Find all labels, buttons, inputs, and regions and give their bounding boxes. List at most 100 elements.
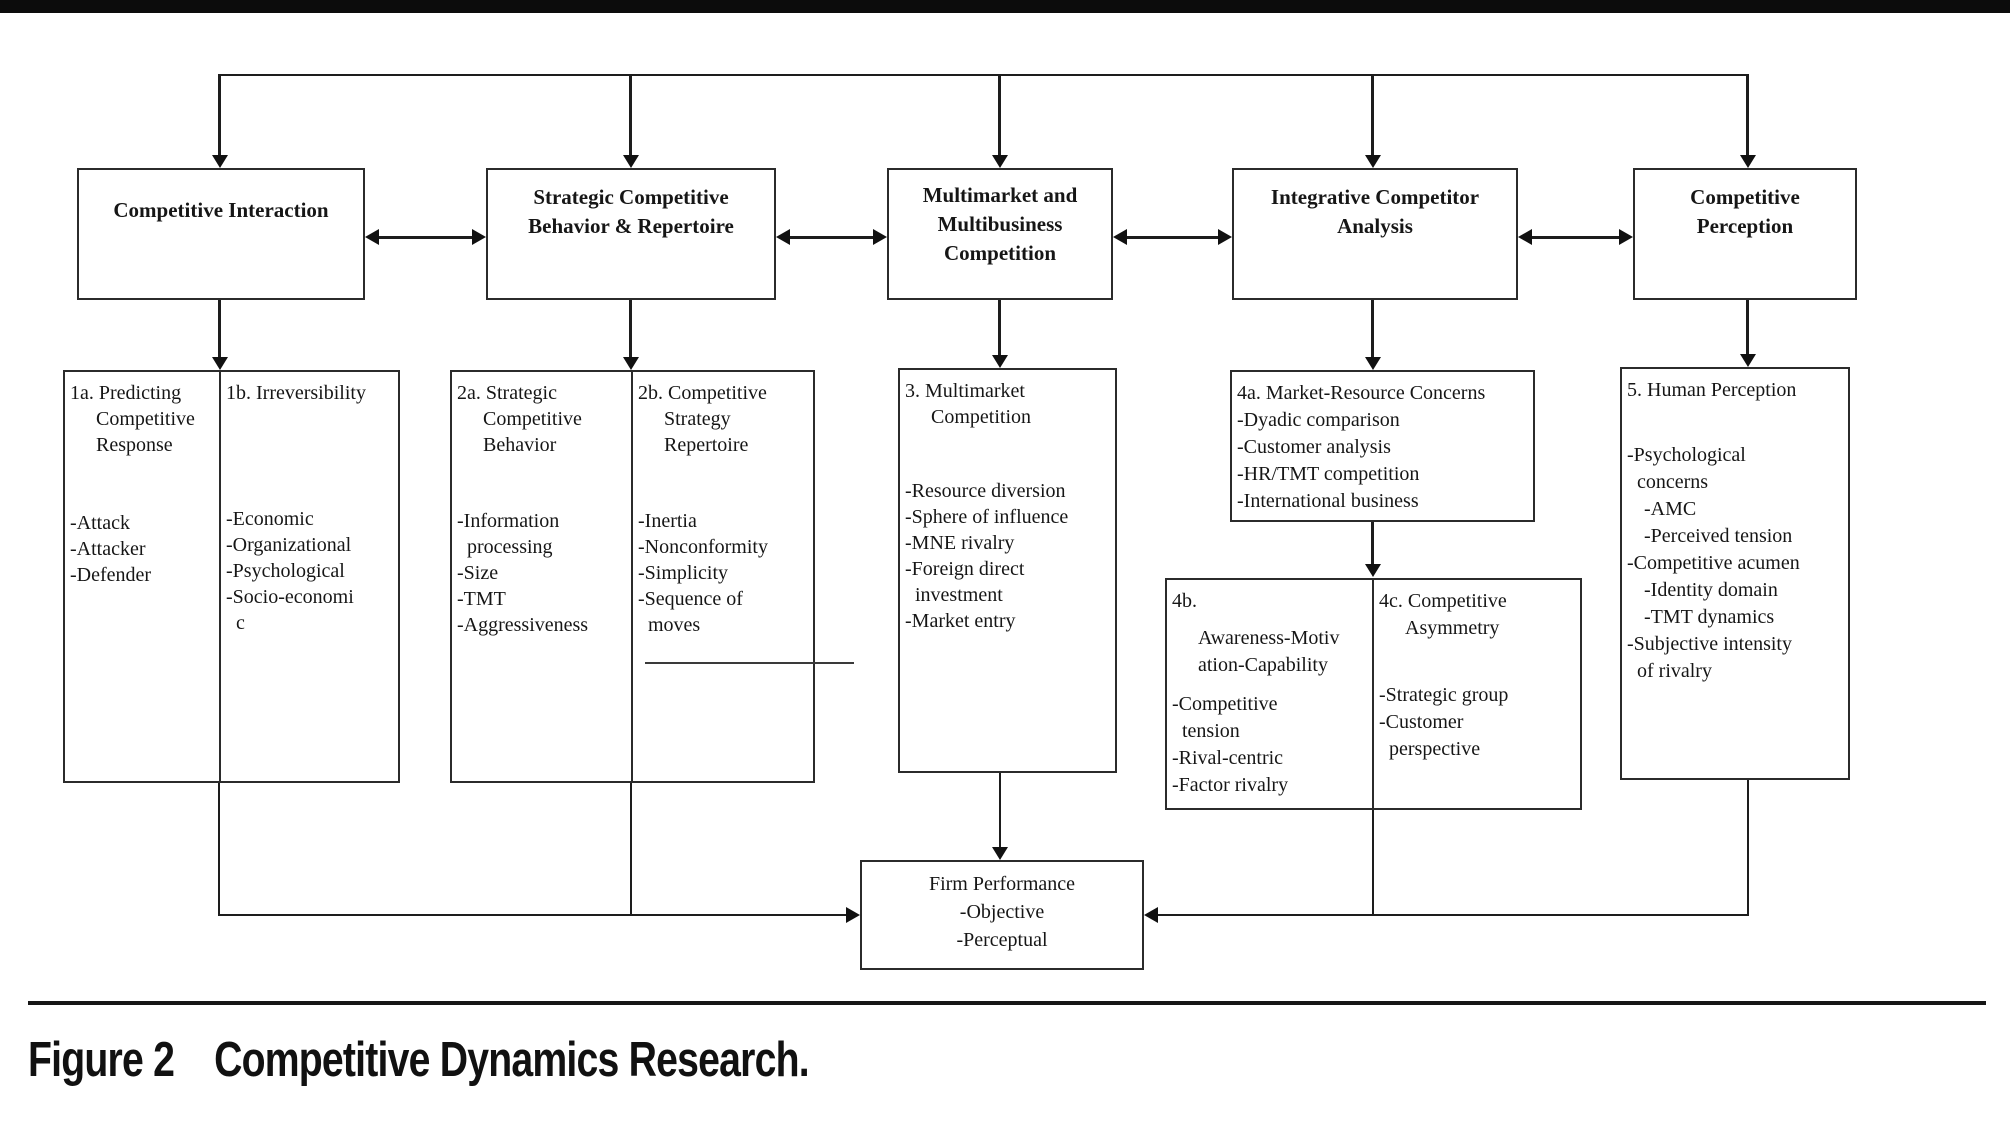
box-label: Strategic Competitive [533,185,729,209]
box-title-line: Response [96,434,173,456]
box-title-line: 2b. Competitive [638,382,767,404]
box-title-line: Competition [931,406,1031,428]
list-item: -Defender [70,564,152,586]
list-item: -Size [457,562,499,584]
list-item: -Simplicity [638,562,728,584]
arrow-line-to-box1 [218,74,221,156]
box-1a-predicting-competitive-response: 1a. Predicting Competitive Response -Att… [63,370,221,783]
list-item: -Sphere of influence [905,506,1069,528]
list-item: -Competitive acumen [1627,552,1800,574]
box-label: Competition [944,241,1056,265]
arrow-line-box4-detail [1371,300,1374,358]
arrow-down-icon [992,155,1008,168]
box-title-line: ation-Capability [1198,654,1328,676]
box-title-line: Firm Performance [928,873,1076,895]
arrow-down-icon [992,847,1008,860]
box-title-line: Competitive [483,408,582,430]
arrow-left-icon [776,229,790,245]
list-item: of rivalry [1637,660,1712,682]
list-item: -Inertia [638,510,697,532]
arrow-down-icon [1740,155,1756,168]
list-item: -HR/TMT competition [1237,463,1420,485]
arrow-down-icon [992,355,1008,368]
list-item: -TMT dynamics [1644,606,1775,628]
box-title-line: 4a. Market-Resource Concerns [1237,382,1486,404]
list-item: -TMT [457,588,506,610]
box-title-line: 5. Human Perception [1627,379,1797,401]
list-item: -Economic [226,508,314,530]
list-item: -International business [1237,490,1419,512]
list-item: -Resource diversion [905,480,1066,502]
list-item: -MNE rivalry [905,532,1015,554]
list-item: -Foreign direct [905,558,1025,580]
list-item: concerns [1637,471,1709,493]
arrow-down-icon [623,357,639,370]
connector-left-horizontal-line [218,914,846,916]
list-item: -Socio-economi [226,586,354,608]
box-title-line: 4c. Competitive [1379,590,1507,612]
arrow-line-box5-detail [1746,300,1749,355]
connector-box3-down-line [999,773,1001,848]
box-title-line: 2a. Strategic [457,382,557,404]
box-title-line: 4b. [1172,590,1197,612]
box-firm-performance: Firm Performance -Objective -Perceptual [860,860,1144,970]
list-item: -Market entry [905,610,1016,632]
box-title-line: Repertoire [664,434,749,456]
list-item: -Perceived tension [1644,525,1793,547]
arrow-down-icon [623,155,639,168]
box-strategic-competitive-behavior: Strategic Competitive Behavior & Reperto… [486,168,776,300]
arrow-right-icon [1218,229,1232,245]
list-item: -Perceptual [956,929,1048,951]
list-item: -AMC [1644,498,1697,520]
arrow-down-icon [1365,564,1381,577]
box-4b-awareness-motivation-capability: 4b. Awareness-Motiv ation-Capability -Co… [1165,578,1374,810]
list-item: -Customer [1379,711,1464,733]
list-item: -Factor rivalry [1172,774,1289,796]
box-title-line: Behavior [483,434,557,456]
connector-1ab-down-line [218,783,220,916]
arrow-line-box2-detail [629,300,632,358]
box-title-line: Competitive [96,408,195,430]
box-4c-competitive-asymmetry: 4c. Competitive Asymmetry -Strategic gro… [1372,578,1582,810]
double-arrow-1-2 [377,236,475,239]
box-title-line: 3. Multimarket [905,380,1025,402]
arrow-left-icon [1144,907,1158,923]
list-item: -Rival-centric [1172,747,1284,769]
stray-line [645,662,854,664]
caption-divider [28,1001,1986,1005]
list-item: processing [467,536,553,558]
list-item: -Customer analysis [1237,436,1391,458]
list-item: -Strategic group [1379,684,1509,706]
list-item: investment [915,584,1003,606]
list-item: c [236,612,245,634]
list-item: -Sequence of [638,588,743,610]
top-black-bar [0,0,2010,13]
box-title-line: 1b. Irreversibility [226,382,366,404]
box-3-multimarket-competition: 3. Multimarket Competition -Resource div… [898,368,1117,773]
arrow-line-to-box4 [1371,74,1374,156]
box-label: Perception [1696,214,1794,238]
list-item: -Attacker [70,538,146,560]
arrow-line-to-box3 [998,74,1001,156]
arrow-line-4a-to-4bc [1371,522,1374,566]
list-item: moves [648,614,701,636]
box-title-line: Strategy [664,408,731,430]
arrow-down-icon [212,357,228,370]
arrow-down-icon [1365,155,1381,168]
box-title-line: Asymmetry [1405,617,1500,639]
double-arrow-2-3 [788,236,876,239]
box-2a-strategic-competitive-behavior: 2a. Strategic Competitive Behavior -Info… [450,370,633,783]
connector-4bc-down-line [1372,810,1374,916]
list-item: -Nonconformity [638,536,768,558]
list-item: -Competitive [1172,693,1278,715]
box-2b-competitive-strategy-repertoire: 2b. Competitive Strategy Repertoire -Ine… [631,370,815,783]
list-item: tension [1182,720,1240,742]
double-arrow-4-5 [1530,236,1621,239]
arrow-right-icon [1619,229,1633,245]
box-title-line: Awareness-Motiv [1198,627,1340,649]
box-4a-market-resource-concerns: 4a. Market-Resource Concerns -Dyadic com… [1230,370,1535,522]
list-item: -Objective [959,901,1045,923]
box-label: Behavior & Repertoire [528,214,734,238]
box-competitive-interaction: Competitive Interaction [77,168,365,300]
